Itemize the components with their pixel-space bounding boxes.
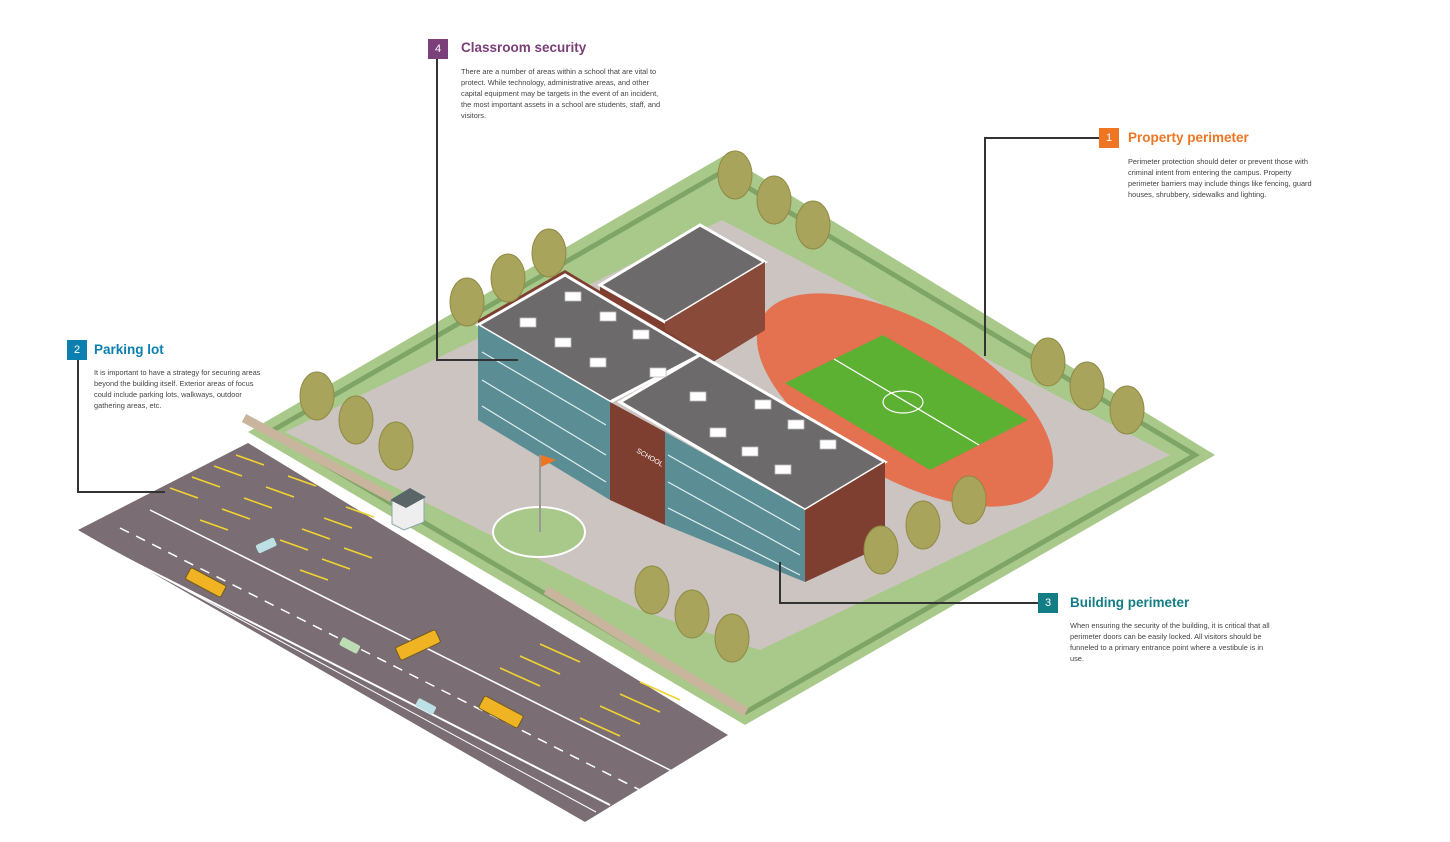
road-lane-line bbox=[89, 537, 597, 813]
leader-line-building bbox=[779, 562, 1038, 604]
flagpole bbox=[492, 455, 586, 558]
parking-stripes bbox=[169, 454, 681, 737]
sports-field bbox=[756, 293, 1054, 507]
front-fence bbox=[241, 414, 395, 502]
road-lane-line bbox=[99, 544, 611, 806]
trees bbox=[299, 150, 1145, 663]
guard-house bbox=[390, 488, 426, 531]
vehicles bbox=[185, 537, 524, 729]
leader-line-parking bbox=[77, 350, 165, 493]
leader-line-classroom bbox=[436, 58, 518, 361]
front-fence bbox=[543, 586, 749, 716]
callout-body: There are a number of areas within a sch… bbox=[461, 67, 661, 120]
callout-body: Perimeter protection should deter or pre… bbox=[1128, 157, 1312, 199]
callout-leader-lines bbox=[77, 58, 1100, 604]
callout-title: Building perimeter bbox=[1070, 595, 1190, 610]
callout-number-badge: 1 bbox=[1099, 128, 1119, 148]
callout-title: Property perimeter bbox=[1128, 130, 1249, 145]
road-lane-line bbox=[119, 527, 641, 791]
leader-line-property bbox=[984, 137, 1100, 356]
road bbox=[78, 443, 728, 822]
callout-number-badge: 3 bbox=[1038, 593, 1058, 613]
callout-title: Parking lot bbox=[94, 342, 164, 357]
callout-number-badge: 4 bbox=[428, 39, 448, 59]
callout-body: When ensuring the security of the buildi… bbox=[1070, 621, 1270, 663]
callout-body: It is important to have a strategy for s… bbox=[94, 368, 261, 410]
school-building bbox=[475, 223, 888, 582]
callout-title: Classroom security bbox=[461, 40, 587, 55]
callout-number-badge: 2 bbox=[67, 340, 87, 360]
